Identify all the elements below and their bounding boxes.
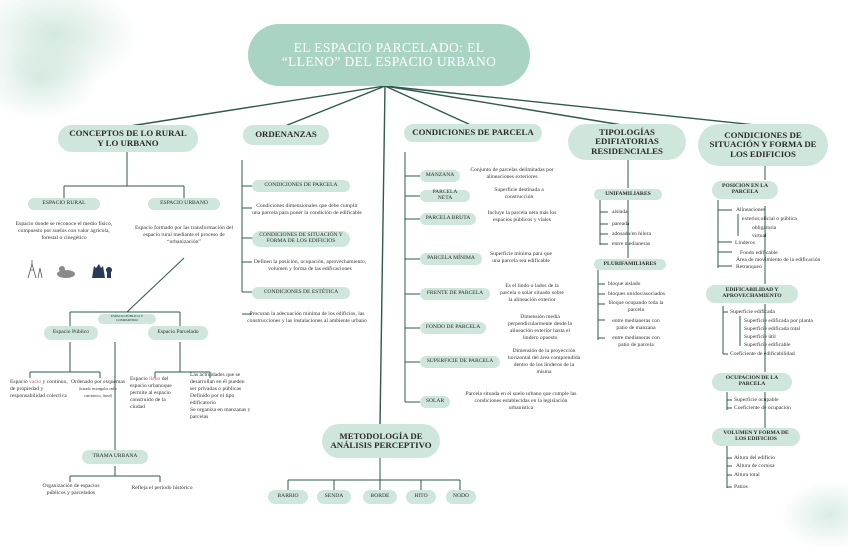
text-espacio-urbano: Espacio formado por las transformación d… (135, 225, 233, 246)
header-tipologias: TIPOLOGÍAS EDIFIATORIAS RESIDENCIALES (568, 124, 686, 160)
text-espacio-publico-a: Espacio (10, 379, 29, 385)
node-hito: HITO (406, 490, 436, 504)
label-parcela-minima: PARCELA MÍNIMA (420, 253, 482, 265)
text-solar: Parcela situada en el suelo urbano que c… (462, 391, 580, 412)
posicion-item-5: Fondo edificable (740, 250, 778, 257)
vol-item-0: Altura del edificio (734, 455, 775, 462)
label-posicion-parcela: POSICION EN LA PARCELA (712, 181, 778, 199)
label-plurifamiliares: PLURIFAMILIARES (594, 259, 666, 270)
pluri-item-0: bloque aislado (608, 281, 640, 288)
label-ord-condiciones-parcela: CONDICIONES DE PARCELA (252, 180, 350, 192)
uni-item-0: aislada (612, 209, 628, 216)
vol-item-1: Altura de cornisa (736, 463, 775, 470)
text-actividades: Las actividades que se desarrollan en él… (190, 372, 252, 421)
pluri-item-1: bloques unidos/asociados (608, 291, 665, 298)
edif-item-5: Coeficiente de edificabilidad (730, 351, 795, 358)
node-borde: BORDE (363, 490, 397, 504)
header-condiciones-situacion: CONDICIONES DE SITUACIÓN Y FORMA DE LOS … (698, 124, 828, 166)
label-frente-parcela: FRENTE DE PARCELA (420, 288, 490, 300)
text-espacio-parcelado: Espacio lleno del espacio urbanoque perm… (130, 376, 180, 411)
label-solar: SOLAR (420, 396, 450, 408)
uni-item-3: entre medianeras (612, 241, 650, 248)
label-fondo-parcela: FONDO DE PARCELA (420, 322, 486, 334)
node-senda: SENDA (317, 490, 351, 504)
header-conceptos: CONCEPTOS DE LO RURAL Y LO URBANO (58, 125, 198, 152)
label-superficie-parcela: SUPERFICIE DE PARCELA (420, 356, 500, 368)
label-parcela-bruta: PARCELA BRUTA (420, 213, 476, 225)
uni-item-2: adosada/en hilera (612, 231, 651, 238)
header-metodologia: METODOLOGÍA DE ANÁLISIS PERCEPTIVO (322, 424, 440, 458)
label-manzana: MANZANA (420, 170, 460, 182)
posicion-item-1: exterior,oficial o pública (742, 216, 797, 223)
edif-item-4: Superficie edificable (744, 342, 790, 349)
text-superficie-parcela: Dimensión de la proyección horizontal de… (506, 348, 582, 376)
posicion-item-6: Área de movimiento de la edificación (736, 257, 826, 264)
vol-item-3: Patios (734, 484, 748, 491)
rural-illustrations (26, 258, 116, 280)
text-ordenado-esquemas: Ordenado por esquemas (trazado rectangul… (70, 379, 126, 400)
label-espacio-urbano: ESPACIO URBANO (148, 198, 220, 210)
vol-item-2: Altura total (734, 472, 760, 479)
main-title: EL ESPACIO PARCELADO: EL “LLENO” DEL ESP… (248, 24, 530, 86)
text-manzana: Conjunto de parcelas delimitadas por ali… (470, 167, 554, 181)
label-edificabilidad: EDIFICABILIDAD Y APROVECHAMIENTO (706, 285, 798, 303)
ocup-item-0: Superficie ocupable (734, 397, 779, 404)
text-ordenado-small: (trazado rectangular, radio concéntrico,… (79, 387, 117, 398)
header-condiciones-parcela: CONDICIONES DE PARCELA (404, 124, 542, 142)
text-ord-condiciones-estetica: Procuran la adecuación mínima de los edi… (246, 311, 368, 325)
text-parcela-minima: Superficie mínima para que una parcela s… (488, 251, 554, 265)
text-trama-right: Refleja el periodo histórico (126, 485, 198, 492)
text-ordenado: Ordenado por esquemas (71, 379, 125, 385)
edif-item-0: Superficie edificada (730, 309, 775, 316)
text-espacio-publico-vacio: vacío (29, 379, 41, 385)
node-nodo: NODO (446, 490, 476, 504)
label-volumen-forma: VOLUMEN Y FORMA DE LOS EDIFICIOS (712, 428, 800, 446)
posicion-item-4: Linderos (735, 240, 755, 247)
edif-item-3: Superficie útil (744, 334, 776, 341)
label-ord-condiciones-situacion: CONDICIONES DE SITUACIÓN Y FORMA DE LOS … (252, 231, 350, 247)
posicion-item-0: Alineaciones (736, 207, 765, 214)
text-espacio-publico: Espacio vacío y continuo, de propiedad y… (10, 379, 68, 400)
label-ord-condiciones-estetica: CONDICIONES DE ESTÉTICA (252, 287, 350, 299)
label-trama-urbana: TRAMA URBANA (82, 450, 148, 464)
text-ord-condiciones-parcela: Condiciones dimensionales que debe cumpl… (252, 203, 362, 217)
label-espacio-publico: Espacio Público (44, 326, 98, 340)
posicion-item-3: virtual (752, 233, 767, 240)
pluri-item-2: bloque ocupando toda la parcela (606, 300, 666, 314)
edif-item-2: Superficie edificada total (744, 326, 800, 333)
pluri-item-3: entre medianeras con patio de manzana (606, 318, 666, 332)
text-trama-left: Organización de espacios públicos y parc… (36, 483, 106, 497)
header-ordenanzas: ORDENANZAS (243, 125, 329, 145)
label-parcela-neta: PARCELA NETA (420, 190, 470, 202)
text-ord-condiciones-situacion: Definen la posición, ocupación, aprovech… (252, 259, 368, 273)
uni-item-1: pareada (612, 221, 629, 228)
text-fondo-parcela: Dimensión media perpendicularmente desde… (502, 314, 578, 342)
text-espacio-parcelado-a: Espacio (130, 376, 149, 382)
text-frente-parcela: Es el lindo o lados de la parcela o sola… (500, 283, 564, 304)
text-espacio-rural: Espacio donde se reconoce el medio físic… (10, 221, 118, 242)
label-espacio-parcelado: Espacio Parcelado (148, 326, 208, 340)
node-barrio: BARRIO (268, 490, 308, 504)
posicion-item-2: obligatoria (752, 225, 776, 232)
label-espacio-publico-compartido: ESPACIO PÚBLICO Y COMPARTIDO (98, 314, 156, 324)
posicion-item-7: Retranqueo (736, 264, 762, 271)
pluri-item-4: entre medianeras con patio de parcela (606, 335, 666, 349)
label-ocupacion: OCUPACION DE LA PARCELA (712, 373, 792, 391)
ocup-item-1: Coeficiente de ocupación (734, 405, 791, 412)
text-espacio-parcelado-lleno: lleno (149, 376, 160, 382)
label-espacio-rural: ESPACIO RURAL (28, 198, 100, 210)
edif-item-1: Superficie edificada por planta (744, 318, 813, 325)
label-unifamiliares: UNIFAMILIARES (594, 189, 662, 200)
text-parcela-bruta: Incluye la parcela neta más los espacios… (482, 210, 562, 224)
text-parcela-neta: Superficie destinada a construcción (486, 187, 552, 201)
